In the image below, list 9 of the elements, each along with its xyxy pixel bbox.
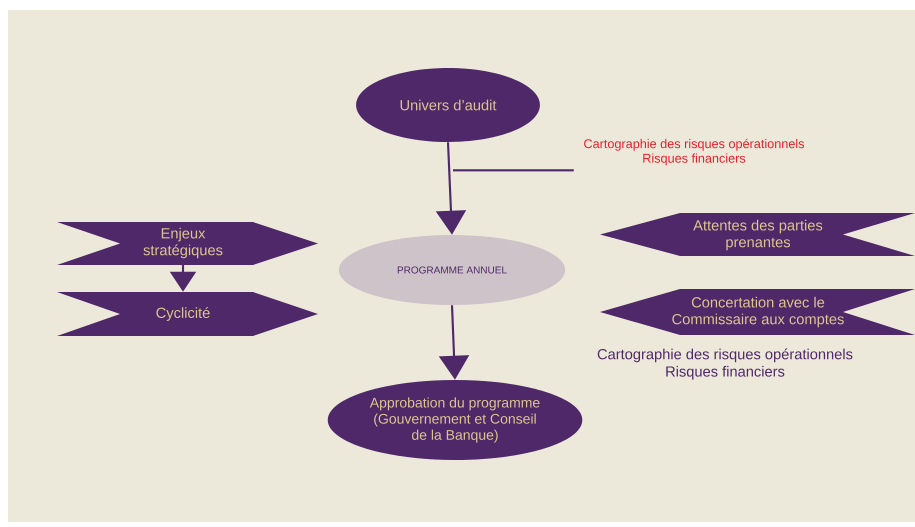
leader-line (453, 169, 574, 172)
chevron-banner: Concertation avec le Commissaire aux comptes (600, 289, 915, 335)
chevron-banner: Enjeux stratégiques (57, 222, 318, 265)
ellipse-node: PROGRAMME ANNUEL (338, 235, 566, 305)
note-text: Cartographie des risques opérationnels Risques financiers (598, 348, 852, 380)
ellipse-node: Approbation du programme (Gouvernement et Conseil de la Banque) (328, 380, 582, 460)
ellipse-node: Univers d’audit (356, 68, 540, 142)
note-text: Cartographie des risques opérationnels Risques financiers (584, 138, 804, 166)
chevron-banner: Attentes des parties prenantes (600, 213, 915, 256)
